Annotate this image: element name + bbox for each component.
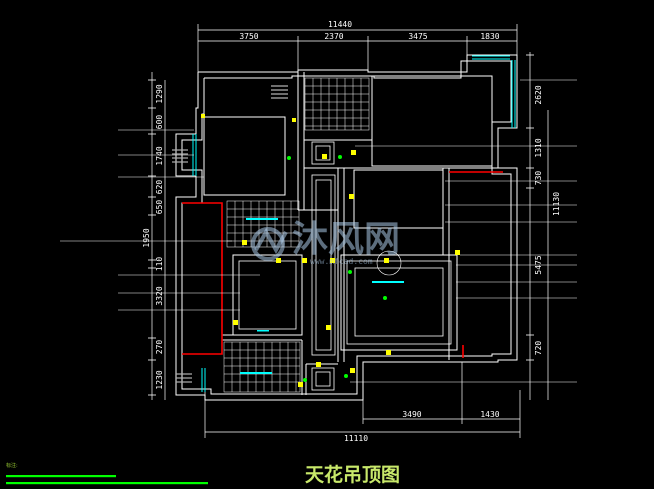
dim-left-2: 600 xyxy=(155,115,164,130)
walls xyxy=(175,54,518,401)
dim-left-10: 1230 xyxy=(155,370,164,389)
windows xyxy=(192,55,516,392)
dim-left-5: 650 xyxy=(155,200,164,215)
note-label: 标注: xyxy=(6,462,18,469)
watermark-url: www.mfcad.com xyxy=(310,257,373,266)
ceiling-fan-outline xyxy=(376,250,402,276)
dim-right-4: 11130 xyxy=(552,192,561,216)
light-fixtures xyxy=(201,114,460,387)
red-partitions xyxy=(182,171,503,358)
dim-top-total: 11440 xyxy=(328,20,352,29)
dim-top-1: 3750 xyxy=(239,32,258,41)
dim-right-3: 730 xyxy=(534,171,543,186)
tile-grid-top xyxy=(304,77,370,131)
watermark-text: 沐风网 xyxy=(292,219,400,260)
dim-left-1: 1290 xyxy=(155,84,164,103)
watermark-logo xyxy=(251,227,288,261)
dim-bottom-total: 11110 xyxy=(344,434,368,443)
dim-right-1: 2620 xyxy=(534,85,543,104)
dim-bottom-2: 1430 xyxy=(480,410,499,419)
dim-left-7: 110 xyxy=(155,257,164,272)
dim-top-3: 3475 xyxy=(408,32,427,41)
dim-top-4: 1830 xyxy=(480,32,499,41)
dim-left-9: 270 xyxy=(155,340,164,355)
watermark: 沐风网 www.mfcad.com xyxy=(251,219,400,266)
dim-right-2: 1310 xyxy=(534,138,543,157)
dim-left-3: 1740 xyxy=(155,146,164,165)
tile-grid-bottom xyxy=(223,341,301,393)
dim-left-4: 620 xyxy=(155,180,164,195)
right-dimension-labels: 2620 1310 730 11130 5475 720 xyxy=(534,85,561,355)
ceiling-trims xyxy=(238,141,452,391)
leader-lines xyxy=(60,79,577,383)
left-dimension-labels: 1290 600 1740 620 650 1950 110 3320 270 … xyxy=(142,84,164,389)
dim-bottom-1: 3490 xyxy=(402,410,421,419)
dimension-ticks xyxy=(148,54,534,396)
dim-left-8: 3320 xyxy=(155,286,164,305)
note-bars xyxy=(6,475,208,485)
light-strips xyxy=(240,218,404,374)
dim-right-6: 720 xyxy=(534,341,543,356)
green-markers xyxy=(287,155,387,382)
dim-top-2: 2370 xyxy=(324,32,343,41)
drawing-title: 天花吊顶图 xyxy=(305,463,400,486)
hatch-blocks xyxy=(172,85,288,383)
dim-left-6: 1950 xyxy=(142,228,151,247)
